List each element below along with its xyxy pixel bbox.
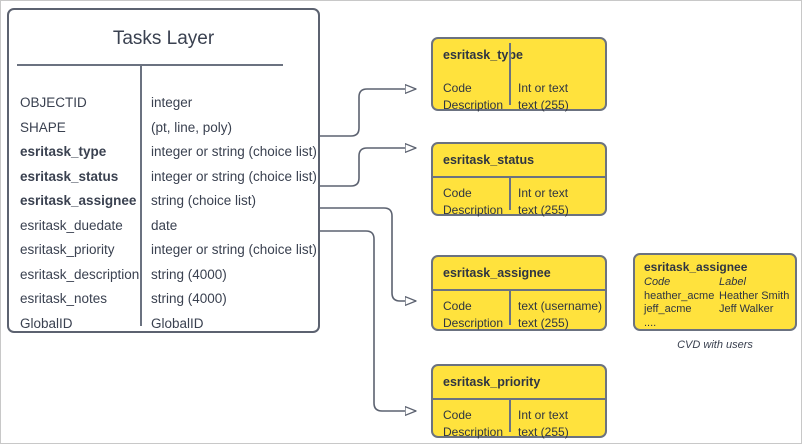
cvd-caption: CVD with users — [677, 339, 753, 351]
domain-left-line: Code — [443, 408, 472, 422]
connector-priority — [320, 230, 416, 411]
domain-left-line: Code — [443, 186, 472, 200]
field-type: integer or string (choice list) — [151, 144, 317, 159]
cvd-label: Jeff Walker — [719, 303, 774, 315]
field-name: esritask_description — [20, 266, 140, 282]
domain-box-left-column: Code Description — [443, 407, 503, 440]
cvd-row: jeff_acme Jeff Walker — [644, 303, 791, 317]
field-row-esritask-notes: esritask_notes string (4000) — [9, 290, 318, 315]
domain-right-line: Int or text — [518, 186, 569, 200]
cvd-row: heather_acme Heather Smith — [644, 290, 791, 304]
domain-left-line: Code — [443, 299, 472, 313]
entity-title-divider — [17, 64, 283, 66]
field-name: esritask_status — [20, 168, 119, 184]
domain-box-right-column: Int or text text (255) — [518, 185, 569, 218]
domain-right-line: Int or text — [518, 408, 569, 422]
domain-box-column-divider — [509, 43, 511, 105]
field-row-globalid: GlobalID GlobalID — [9, 315, 318, 340]
domain-box-esritask-assignee: esritask_assignee Code Description text … — [431, 255, 607, 331]
domain-box-title: esritask_status — [443, 153, 535, 167]
domain-box-right-column: Int or text text (255) — [518, 407, 569, 440]
domain-right-line: text (255) — [518, 97, 569, 112]
domain-box-left-column: Code Description — [443, 298, 503, 331]
domain-box-title: esritask_assignee — [443, 266, 551, 280]
domain-right-line: text (255) — [518, 202, 569, 217]
domain-left-line: Description — [443, 424, 504, 439]
field-type: integer or string (choice list) — [151, 168, 317, 184]
domain-box-right-column: text (username) text (255) — [518, 298, 602, 331]
connector-type — [320, 89, 416, 137]
domain-box-esritask-priority: esritask_priority Code Description Int o… — [431, 364, 607, 440]
field-name: esritask_duedate — [20, 217, 123, 233]
field-type: string (4000) — [151, 291, 227, 306]
field-name: SHAPE — [20, 119, 66, 135]
domain-box-column-divider — [509, 290, 511, 325]
connector-assignee — [320, 207, 416, 301]
domain-box-left-column: Code Description — [443, 185, 503, 218]
field-list: OBJECTID integer SHAPE (pt, line, poly) … — [9, 94, 318, 339]
cvd-row-list: Code Label heather_acme Heather Smith je… — [644, 276, 791, 330]
field-name: esritask_type — [20, 144, 107, 159]
cvd-header-label: Label — [719, 276, 746, 288]
domain-left-line: Description — [443, 315, 504, 330]
field-type: integer or string (choice list) — [151, 242, 317, 257]
domain-right-line: text (username) — [518, 299, 603, 313]
domain-box-title: esritask_priority — [443, 375, 541, 389]
domain-box-esritask-status: esritask_status Code Description Int or … — [431, 142, 607, 218]
domain-box-esritask-type: esritask_type Code Description Int or te… — [431, 37, 607, 113]
field-row-esritask-description: esritask_description string (4000) — [9, 266, 318, 291]
field-row-esritask-duedate: esritask_duedate date — [9, 217, 318, 242]
field-type: string (choice list) — [151, 193, 257, 208]
domain-left-line: Code — [443, 81, 472, 95]
field-type: integer — [151, 95, 193, 110]
field-name: esritask_assignee — [20, 193, 137, 208]
cvd-values-box: esritask_assignee Code Label heather_acm… — [633, 253, 797, 331]
domain-box-title: esritask_type — [443, 48, 523, 62]
field-row-esritask-priority: esritask_priority integer or string (cho… — [9, 241, 318, 266]
field-row-esritask-type: esritask_type integer or string (choice … — [9, 143, 318, 168]
field-row-objectid: OBJECTID integer — [9, 94, 318, 119]
domain-box-column-divider — [509, 399, 511, 432]
domain-right-line: text (255) — [518, 424, 569, 439]
field-name: GlobalID — [20, 315, 73, 331]
field-name: esritask_notes — [20, 291, 108, 306]
cvd-box-title: esritask_assignee — [644, 260, 748, 274]
field-row-esritask-status: esritask_status integer or string (choic… — [9, 168, 318, 193]
domain-box-title-divider — [433, 398, 605, 400]
field-name: esritask_priority — [20, 242, 115, 257]
domain-box-column-divider — [509, 177, 511, 210]
field-type: string (4000) — [151, 266, 227, 282]
domain-right-line: text (255) — [518, 315, 569, 330]
cvd-header-row: Code Label — [644, 276, 791, 290]
domain-box-left-column: Code Description — [443, 80, 503, 113]
cvd-code: jeff_acme — [644, 303, 692, 315]
domain-left-line: Description — [443, 202, 504, 217]
field-name: OBJECTID — [20, 95, 87, 110]
cvd-code: .... — [644, 316, 657, 329]
cvd-header-code: Code — [644, 276, 671, 288]
domain-box-right-column: Int or text text (255) — [518, 80, 569, 113]
field-row-esritask-assignee: esritask_assignee string (choice list) — [9, 192, 318, 217]
cvd-label: Heather Smith — [719, 289, 790, 302]
cvd-code: heather_acme — [644, 289, 715, 302]
domain-box-title-divider — [433, 176, 605, 178]
entity-column-divider — [140, 66, 142, 326]
field-type: (pt, line, poly) — [151, 119, 233, 135]
domain-right-line: Int or text — [518, 81, 569, 95]
field-row-shape: SHAPE (pt, line, poly) — [9, 119, 318, 144]
connector-status — [320, 148, 416, 187]
cvd-row: .... — [644, 317, 791, 331]
page-title: Tasks Layer — [112, 28, 215, 49]
domain-left-line: Description — [443, 97, 504, 112]
field-type: date — [151, 217, 178, 233]
tasks-layer-entity: Tasks Layer OBJECTID integer SHAPE (pt, … — [7, 8, 320, 333]
domain-box-title-divider — [433, 289, 605, 291]
field-type: GlobalID — [151, 315, 204, 331]
